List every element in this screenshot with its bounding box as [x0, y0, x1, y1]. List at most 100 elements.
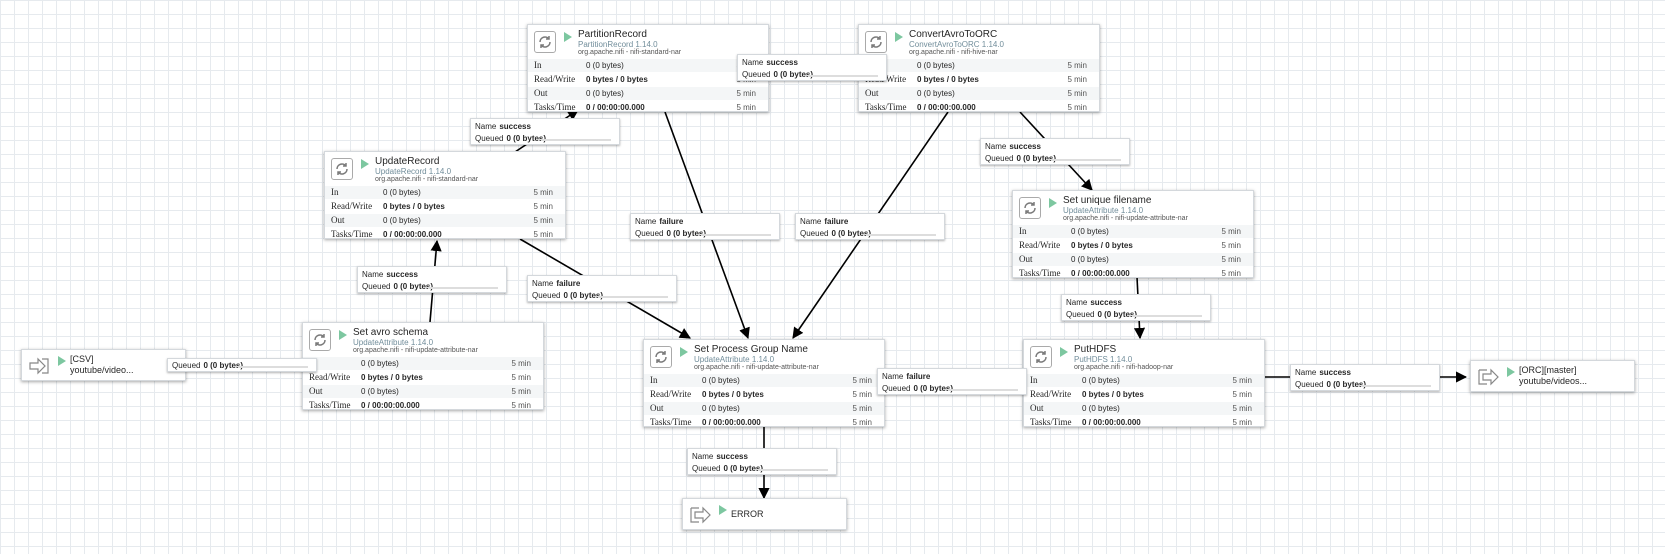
stat-label: Tasks/Time — [1030, 417, 1072, 427]
stat-label: Out — [534, 88, 548, 98]
stat-value: 0 / 00:00:00.000 — [361, 401, 420, 410]
stat-window: 5 min — [511, 401, 531, 410]
stat-label: In — [1030, 375, 1038, 385]
processor-set-avro-schema[interactable]: Set avro schema UpdateAttribute 1.14.0 o… — [302, 322, 544, 410]
running-icon — [564, 32, 572, 42]
stat-value: 0 (0 bytes) — [361, 359, 399, 368]
processor-name: ConvertAvroToORC — [909, 29, 998, 40]
stat-window: 5 min — [1232, 390, 1252, 399]
port-name: [CSV] — [70, 354, 94, 364]
processor-version: PutHDFS 1.14.0 — [1074, 355, 1133, 364]
running-icon — [58, 356, 66, 366]
processor-bundle: org.apache.nifi - nifi-hive-nar — [909, 49, 998, 56]
stat-window: 5 min — [1067, 75, 1087, 84]
stat-label: Out — [650, 403, 664, 413]
stat-label: Read/Write — [309, 372, 351, 382]
stat-window: 5 min — [1221, 269, 1241, 278]
stat-window: 5 min — [1232, 418, 1252, 427]
stat-window: 5 min — [852, 404, 872, 413]
stat-value: 0 / 00:00:00.000 — [1082, 418, 1141, 427]
processor-update-record[interactable]: UpdateRecord UpdateRecord 1.14.0 org.apa… — [324, 151, 566, 239]
processor-version: UpdateAttribute 1.14.0 — [694, 355, 775, 364]
processor-set-unique-filename[interactable]: Set unique filename UpdateAttribute 1.14… — [1012, 190, 1254, 278]
stat-value: 0 / 00:00:00.000 — [917, 103, 976, 112]
stat-label: Out — [309, 386, 323, 396]
stat-value: 0 bytes / 0 bytes — [586, 75, 648, 84]
processor-put-hdfs[interactable]: PutHDFS PutHDFS 1.14.0 org.apache.nifi -… — [1023, 339, 1265, 427]
processor-icon — [865, 31, 887, 53]
stat-in-row: In0 (0 bytes)5 min — [303, 356, 543, 370]
queue-bar — [541, 139, 611, 141]
port-name: ERROR — [731, 509, 764, 519]
processor-name: Set avro schema — [353, 327, 429, 338]
stat-label: Tasks/Time — [650, 417, 692, 427]
stat-value: 0 (0 bytes) — [383, 216, 421, 225]
stat-value: 0 (0 bytes) — [1071, 255, 1109, 264]
output-port-orc-master[interactable]: [ORC][master] youtube/videos... — [1470, 360, 1635, 392]
stat-label: Out — [865, 88, 879, 98]
output-port-icon — [690, 506, 711, 524]
stat-value: 0 bytes / 0 bytes — [361, 373, 423, 382]
processor-convert-avro-to-orc[interactable]: ConvertAvroToORC ConvertAvroToORC 1.14.0… — [858, 24, 1100, 112]
stat-window: 5 min — [533, 188, 553, 197]
running-icon — [1507, 367, 1515, 377]
processor-name: PutHDFS — [1074, 344, 1117, 355]
processor-icon — [309, 329, 331, 351]
stat-window: 5 min — [1221, 227, 1241, 236]
stat-window: 5 min — [1221, 255, 1241, 264]
input-port-csv[interactable]: [CSV] youtube/video... — [21, 349, 186, 381]
output-port-error[interactable]: ERROR — [682, 498, 847, 530]
stat-label: Read/Write — [1030, 389, 1072, 399]
stat-value: 0 (0 bytes) — [586, 61, 624, 70]
processor-icon — [650, 346, 672, 368]
queue-bar — [866, 234, 936, 236]
stat-window: 5 min — [511, 387, 531, 396]
stat-label: Tasks/Time — [331, 229, 373, 239]
stat-value: 0 (0 bytes) — [1082, 404, 1120, 413]
processor-version: UpdateAttribute 1.14.0 — [353, 338, 434, 347]
stat-value: 0 bytes / 0 bytes — [917, 75, 979, 84]
stat-label: In — [331, 187, 339, 197]
processor-partition-record[interactable]: PartitionRecord PartitionRecord 1.14.0 o… — [527, 24, 769, 112]
processor-name: Set Process Group Name — [694, 344, 808, 355]
stat-window: 5 min — [511, 373, 531, 382]
queue-bar — [1051, 159, 1121, 161]
processor-set-process-group-name[interactable]: Set Process Group Name UpdateAttribute 1… — [643, 339, 885, 427]
port-name-sub: youtube/videos... — [1519, 376, 1588, 386]
processor-version: UpdateRecord 1.14.0 — [375, 167, 452, 176]
stat-value: 0 (0 bytes) — [917, 61, 955, 70]
stat-label: Read/Write — [331, 201, 373, 211]
stat-label: In — [1019, 226, 1027, 236]
stat-value: 0 bytes / 0 bytes — [383, 202, 445, 211]
stat-window: 5 min — [852, 390, 872, 399]
processor-stats: In0 (0 bytes)5 min Read/Write 0 bytes / 0… — [303, 356, 543, 412]
stat-window: 5 min — [533, 230, 553, 239]
